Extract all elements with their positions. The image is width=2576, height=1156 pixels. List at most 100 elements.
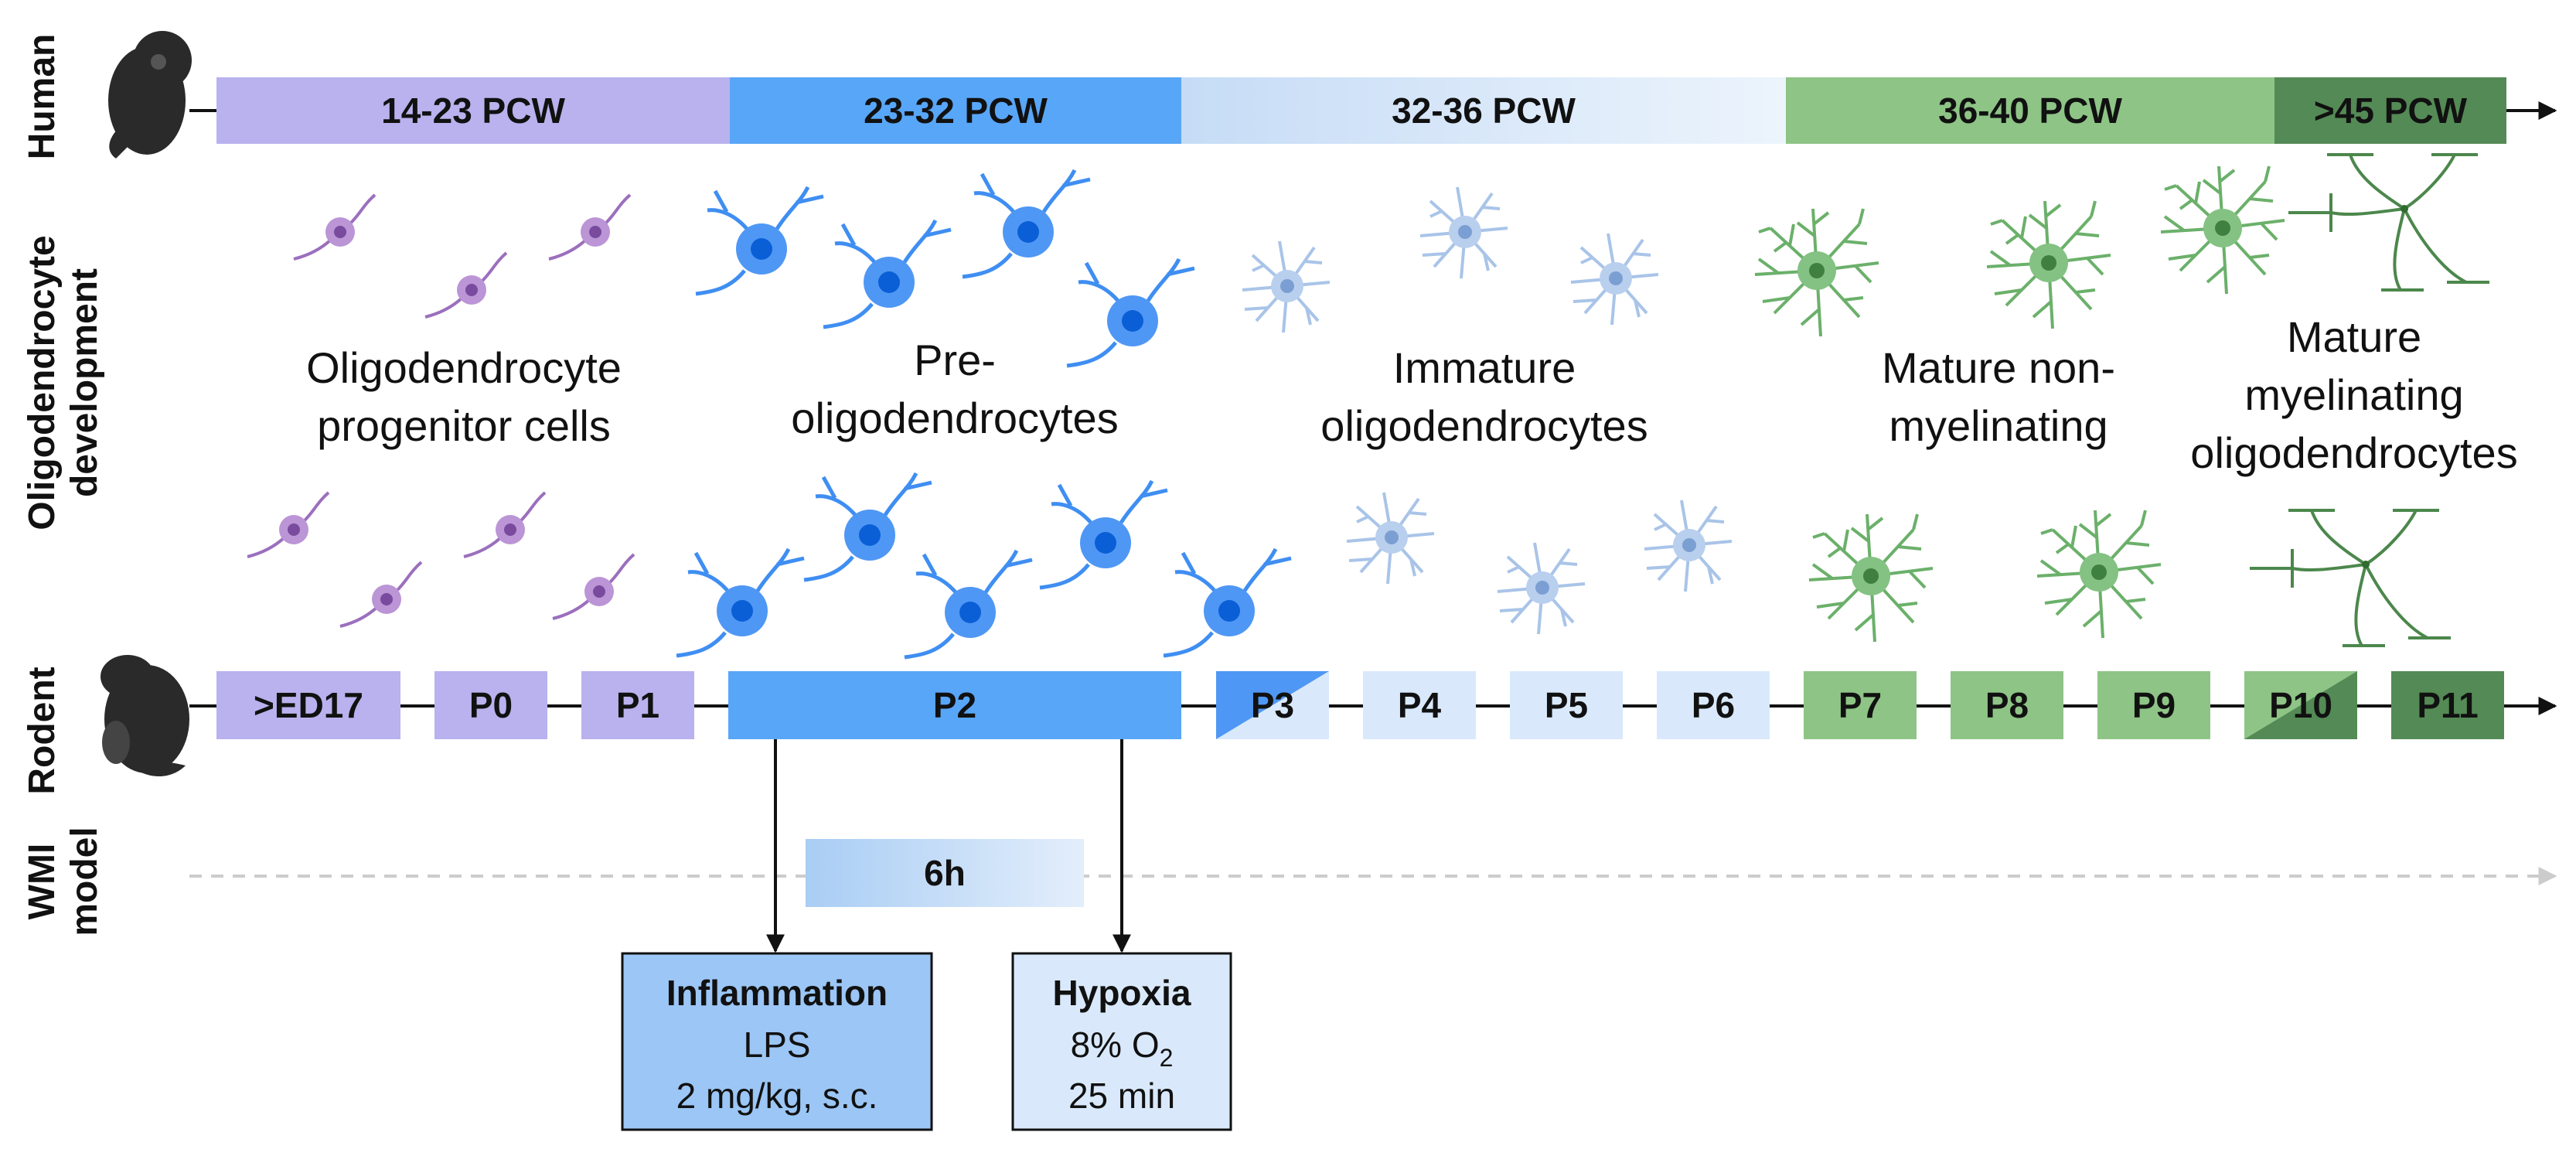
preol-cell-icon	[823, 220, 951, 327]
hypoxia-title: Hypoxia	[1053, 973, 1191, 1013]
rodent-box-label: P1	[616, 685, 659, 725]
rodent-box-label: P4	[1398, 685, 1442, 725]
mature-cell-icon	[1753, 207, 1880, 338]
human-segment: 32-36 PCW	[1181, 77, 1786, 144]
human-segment-label: 23-32 PCW	[864, 90, 1048, 131]
rodent-timeline: >ED17 P0 P1 P2 P3 P4 P5 P6	[189, 671, 2557, 739]
stage-myel-line3: oligodendrocytes	[2190, 428, 2517, 477]
rodent-box-label: P9	[2132, 685, 2176, 725]
human-fetus-icon	[108, 31, 192, 159]
mature-cell-icon	[2036, 509, 2162, 639]
stage-myel-line2: myelinating	[2244, 370, 2463, 419]
opc-cell-icon	[292, 193, 377, 261]
stage-label-mature-myelinating: Mature myelinating oligodendrocytes	[2190, 312, 2517, 477]
rodent-box-label: P11	[2417, 685, 2478, 725]
preol-cell-icon	[1040, 481, 1167, 588]
inflammation-title: Inflammation	[666, 973, 888, 1013]
preol-cell-icon	[963, 170, 1090, 277]
stage-label-preol: Pre- oligodendrocytes	[791, 336, 1118, 442]
rodent-box: P5	[1510, 671, 1623, 739]
duration-label: 6h	[924, 853, 966, 893]
stage-mature-non-line1: Mature non-	[1882, 343, 2115, 392]
rodent-box-label: P0	[469, 685, 513, 725]
immature-cell-icon	[1345, 491, 1436, 585]
human-segment: >45 PCW	[2274, 77, 2506, 144]
human-segment: 23-32 PCW	[730, 77, 1181, 144]
row-label-wmi-line1: WMI	[22, 844, 63, 920]
rodent-box-label: P10	[2269, 685, 2332, 725]
rodent-box-label: >ED17	[254, 685, 363, 725]
stage-immature-line2: oligodendrocytes	[1320, 401, 1647, 450]
row-label-rodent: Rodent	[22, 667, 63, 794]
preol-cell-icon	[1164, 549, 1291, 656]
rodent-box: P9	[2097, 671, 2210, 739]
rodent-box-label: P2	[933, 685, 976, 725]
preol-cell-icon	[804, 473, 932, 580]
hypoxia-line2: 25 min	[1068, 1076, 1175, 1116]
immature-cell-icon	[1496, 541, 1586, 636]
rodent-box-label: P5	[1545, 685, 1588, 725]
row-label-wmi: WMI model	[22, 827, 105, 936]
row-label-oligodendrocyte: Oligodendrocyte development	[22, 235, 105, 530]
rodent-pup-icon	[101, 655, 189, 777]
stage-label-opc: Oligodendrocyte progenitor cells	[306, 343, 622, 450]
rodent-box-label: P3	[1251, 685, 1294, 725]
stage-label-mature-non: Mature non- myelinating	[1882, 343, 2115, 450]
rodent-box: P6	[1657, 671, 1770, 739]
immature-cell-icon	[1643, 499, 1733, 593]
human-timeline: 14-23 PCW 23-32 PCW 32-36 PCW 36-40 PCW …	[189, 77, 2557, 144]
hypoxia-box: Hypoxia 8% O2 25 min	[1011, 952, 1232, 1131]
rodent-box-label: P8	[1985, 685, 2029, 725]
opc-cell-icon	[551, 553, 635, 620]
immature-cell-icon	[1419, 186, 1509, 280]
duration-bar: 6h	[806, 839, 1084, 907]
mature-cell-icon	[1808, 513, 1934, 643]
rodent-box: P10	[2244, 671, 2357, 739]
human-segment-label: >45 PCW	[2314, 90, 2468, 131]
preol-cell-icon	[905, 551, 1032, 657]
rodent-box: P1	[581, 671, 694, 739]
row-label-human-text: Human	[22, 34, 63, 160]
opc-cell-icon	[246, 491, 330, 558]
preol-cell-icon	[676, 549, 804, 656]
inflammation-line2: 2 mg/kg, s.c.	[676, 1076, 878, 1116]
rodent-box: P8	[1951, 671, 2063, 739]
inflammation-line1: LPS	[744, 1025, 811, 1065]
row-label-oligo-line1: Oligodendrocyte	[22, 235, 63, 530]
rodent-box: P3	[1216, 671, 1329, 739]
myelinating-cell-icon	[2287, 153, 2491, 292]
myelinating-cell-icon	[2248, 509, 2452, 647]
opc-cell-icon	[547, 193, 632, 261]
human-segment: 14-23 PCW	[216, 77, 730, 144]
hypoxia-line1: 8% O2	[1071, 1025, 1174, 1072]
hypoxia-line1-subscript: 2	[1160, 1044, 1174, 1072]
stage-mature-non-line2: myelinating	[1889, 401, 2107, 450]
stage-opc-line1: Oligodendrocyte	[306, 343, 622, 392]
hypoxia-line1-main: 8% O	[1071, 1025, 1160, 1065]
rodent-box-label: P7	[1838, 685, 1882, 725]
mature-cell-icon	[1985, 199, 2112, 330]
human-segment: 36-40 PCW	[1786, 77, 2274, 144]
preol-cell-icon	[696, 187, 823, 294]
row-label-wmi-line2: model	[64, 827, 105, 936]
stage-preol-line2: oligodendrocytes	[791, 394, 1118, 442]
human-segment-label: 14-23 PCW	[381, 90, 565, 131]
rodent-box: P11	[2391, 671, 2504, 739]
rodent-box-label: P6	[1692, 685, 1735, 725]
mature-cell-icon	[2159, 165, 2286, 295]
human-segment-label: 32-36 PCW	[1392, 90, 1576, 131]
rodent-box: P4	[1363, 671, 1476, 739]
wmi-model: 6h Inflammation LPS 2 mg/kg, s.c. Hypoxi…	[189, 739, 2557, 1131]
rodent-box: P2	[728, 671, 1181, 739]
stage-myel-line1: Mature	[2287, 312, 2421, 361]
stage-preol-line1: Pre-	[914, 336, 996, 384]
opc-cell-icon	[339, 561, 423, 628]
preol-cell-icon	[1067, 259, 1194, 366]
stage-immature-line1: Immature	[1393, 343, 1576, 392]
inflammation-box: Inflammation LPS 2 mg/kg, s.c.	[621, 952, 933, 1131]
opc-cell-icon	[424, 251, 508, 319]
immature-cell-icon	[1241, 240, 1331, 334]
row-label-rodent-text: Rodent	[22, 667, 63, 794]
opc-cell-icon	[462, 491, 547, 558]
